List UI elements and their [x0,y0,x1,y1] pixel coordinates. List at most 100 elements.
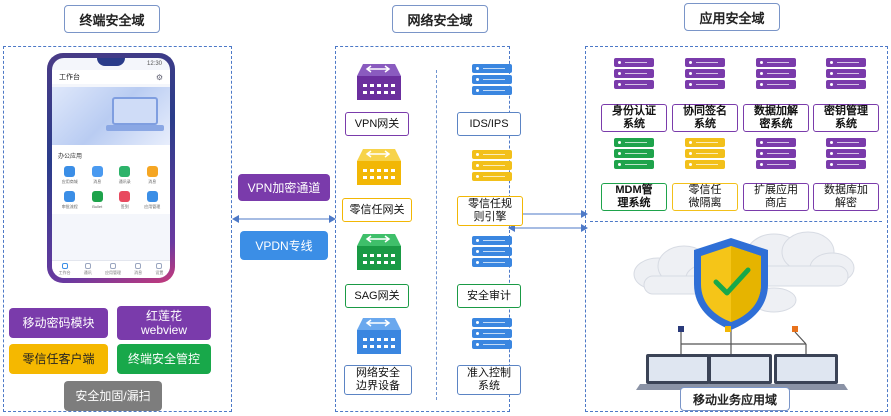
phone-app[interactable]: 通讯录 [111,166,139,185]
phone-app-title: 工作台 [59,74,80,81]
db-enc-label: 数据库加 解密 [813,183,879,211]
border-device-icon [357,318,401,354]
vpn-gateway-icon [357,64,401,100]
application-domain-title: 应用安全域 [684,3,780,31]
phone-tab[interactable]: 工作台 [59,263,71,276]
db-enc-text-2: 解密 [835,197,857,209]
phone-statusbar: 12:30 [52,58,170,70]
phone-tab[interactable]: 消息 [134,263,142,276]
app-icon [64,166,76,177]
sag-gateway-label: SAG网关 [345,284,409,308]
bidirectional-arrow-left [232,215,336,223]
access-control-text-1: 准入控制 [467,367,511,379]
security-audit-server-icon [472,236,512,269]
key-mgmt-system-label: 密钥管理 系统 [813,104,879,132]
ids-ips-label: IDS/IPS [457,112,521,136]
terminal-control-module: 终端安全管控 [117,344,211,374]
key-mgmt-server-icon [826,58,866,91]
cosign-server-icon [685,58,725,91]
app-label: 消息 [93,179,102,184]
bidirectional-arrow-right-lower [508,224,588,232]
mobile-business-domain-label: 移动业务应用域 [680,387,790,411]
tab-label: 消息 [134,270,143,275]
vpdn-channel: VPDN专线 [240,231,328,260]
cosign-text-1: 协同签名 [683,105,727,117]
app-icon [91,166,103,177]
phone-notch [97,58,125,66]
zero-trust-client-label: 零信任客户端 [22,352,95,366]
db-enc-text-1: 数据库加 [824,184,868,196]
tab-label: 通讯 [83,270,92,275]
phone-section-label: 办公应用 [52,145,170,162]
tab-label: 工作台 [58,270,71,275]
app-label: 签到 [120,204,129,209]
phone-app[interactable]: 审批流程 [56,191,84,210]
phone-app[interactable]: 应用商城 [56,166,84,185]
phone-tabbar: 工作台 通讯 应用管理 消息 设置 [52,260,170,278]
network-divider [436,70,437,400]
tab-icon [84,263,91,269]
application-domain-title-text: 应用安全域 [699,10,765,26]
mobile-phone: 12:30 工作台 ⚙ 办公应用 应用商城 消息 通讯录 消息 审批流程 Bul… [47,53,175,283]
phone-app[interactable]: 消息 [139,166,167,185]
mdm-server-icon [614,138,654,171]
app-icon [64,191,76,202]
terminal-control-label: 终端安全管控 [127,352,200,366]
application-divider [590,221,882,222]
app-icon [146,166,158,177]
phone-app-header: 工作台 ⚙ [52,70,170,84]
cloud-shield-illustration [633,231,855,390]
data-enc-text-2: 密系统 [759,118,793,130]
phone-app-grid: 应用商城 消息 通讯录 消息 审批流程 Bullet 签到 应用管理 [52,162,170,214]
tab-icon [109,263,116,269]
phone-banner[interactable] [52,87,170,145]
app-icon [146,191,158,202]
ext-store-server-icon [756,138,796,171]
zt-microseg-server-icon [685,138,725,171]
hardening-module: 安全加固/漏扫 [64,381,162,411]
data-enc-system-label: 数据加解 密系统 [743,104,809,132]
zt-microseg-label: 零信任 微隔离 [672,183,738,211]
app-label: 通讯录 [118,179,131,184]
cosign-system-label: 协同签名 系统 [672,104,738,132]
settings-icon[interactable]: ⚙ [155,72,163,82]
zero-trust-gateway-text: 零信任网关 [349,203,405,216]
terminal-domain-title: 终端安全域 [64,5,160,33]
zt-rule-engine-text-2: 则引擎 [473,211,507,223]
phone-app[interactable]: Bullet [84,191,112,210]
network-domain-title-text: 网络安全域 [407,12,473,28]
mdm-text-1: MDM管 [615,184,653,196]
mdm-text-2: 理系统 [617,197,651,209]
vpn-gateway-text: VPN网关 [354,117,400,130]
phone-tab[interactable]: 设置 [155,263,163,276]
banner-laptop-base [106,125,164,131]
app-label: 应用管理 [144,204,161,209]
zero-trust-client-module: 零信任客户端 [9,344,108,374]
phone-app[interactable]: 消息 [84,166,112,185]
app-icon [119,166,131,177]
network-domain [335,46,510,412]
mobile-password-module: 移动密码模块 [9,308,108,338]
data-enc-server-icon [756,58,796,91]
ext-store-label: 扩展应用 商店 [743,183,809,211]
app-label: 应用商城 [61,179,78,184]
tab-icon [156,263,163,269]
tab-icon [61,263,68,269]
phone-app[interactable]: 签到 [111,191,139,210]
cosign-text-2: 系统 [694,118,716,130]
red-lotus-label-line2: webview [140,323,188,337]
status-time: 12:30 [146,61,162,67]
vpn-gateway-label: VPN网关 [345,112,409,136]
identity-text-1: 身份认证 [612,105,656,117]
vpn-channel-label: VPN加密通道 [247,180,321,195]
ext-store-text-2: 商店 [765,197,787,209]
vpdn-channel-label: VPDN专线 [255,238,313,253]
tab-label: 应用管理 [104,270,121,275]
zt-rule-engine-text-1: 零信任规 [468,198,512,210]
border-device-text-2: 边界设备 [356,380,400,392]
security-audit-label: 安全审计 [457,284,521,308]
phone-tab[interactable]: 通讯 [84,263,92,276]
phone-app[interactable]: 应用管理 [139,191,167,210]
terminal-domain [3,46,232,412]
phone-tab[interactable]: 应用管理 [105,263,121,276]
